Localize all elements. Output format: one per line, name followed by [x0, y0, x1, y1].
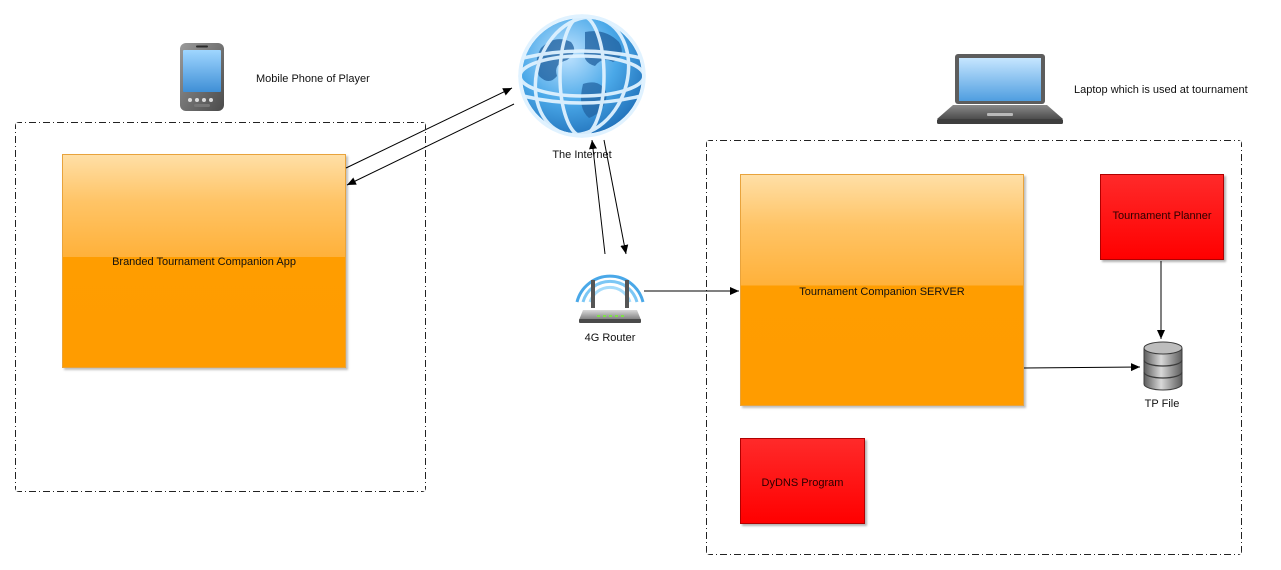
mobile-phone-label: Mobile Phone of Player [256, 73, 370, 85]
globe-icon [513, 14, 651, 138]
app-to-internet-arrow [345, 87, 513, 169]
tournament-planner-box[interactable]: Tournament Planner [1100, 174, 1224, 260]
tp-file-label: TP File [1144, 398, 1180, 410]
server-box[interactable]: Tournament Companion SERVER [740, 174, 1024, 406]
laptop-label: Laptop which is used at tournament [1074, 84, 1248, 96]
database-icon [1142, 340, 1184, 392]
internet-to-app-arrow [346, 103, 515, 186]
server-label: Tournament Companion SERVER [799, 286, 965, 298]
router-label: 4G Router [584, 332, 636, 344]
mobile-phone-icon [179, 42, 225, 112]
server-to-tpfile-arrow [1023, 363, 1141, 372]
dydns-label: DyDNS Program [761, 477, 844, 489]
branded-app-box[interactable]: Branded Tournament Companion App [62, 154, 346, 368]
internet-label: The Internet [552, 149, 612, 161]
tournament-planner-label: Tournament Planner [1112, 210, 1212, 222]
laptop-icon [935, 53, 1065, 125]
internet-to-router-arrow [603, 139, 629, 255]
branded-app-label: Branded Tournament Companion App [112, 256, 296, 268]
router-to-internet-arrow [589, 139, 606, 255]
dydns-box[interactable]: DyDNS Program [740, 438, 865, 524]
router-icon [575, 258, 645, 324]
